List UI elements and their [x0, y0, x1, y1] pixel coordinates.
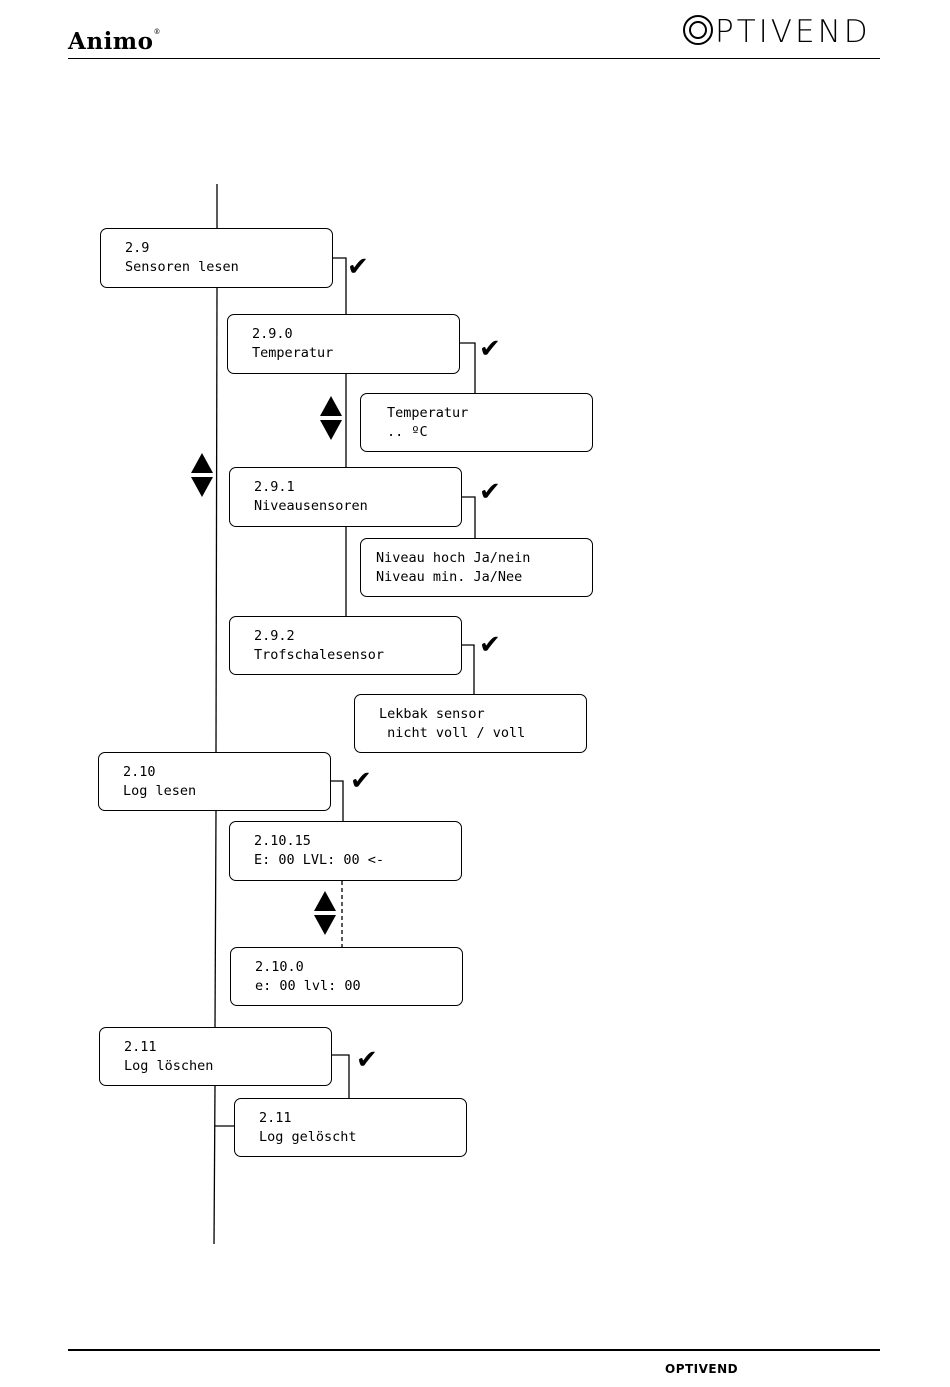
menu-2-9-1-number: 2.9.1 — [254, 479, 295, 495]
menu-2-9-1-label: Niveausensoren — [254, 498, 368, 514]
up-down-arrows-icon[interactable] — [318, 395, 344, 441]
header-rule — [68, 58, 880, 59]
optivend-logo: PTIVEND — [683, 14, 871, 50]
log-entry-0-value: e: 00 lvl: 00 — [255, 978, 361, 994]
drip-tray-status: nicht voll / voll — [379, 725, 526, 741]
menu-2-9-number: 2.9 — [125, 240, 150, 256]
menu-box-2-10-0[interactable]: 2.10.0 e: 00 lvl: 00 — [230, 947, 463, 1006]
log-entry-15-number: 2.10.15 — [254, 833, 311, 849]
branch-2-9-1 — [462, 496, 476, 538]
registered-mark: ® — [153, 28, 161, 36]
menu-2-9-0-number: 2.9.0 — [252, 326, 293, 342]
footer-rule — [68, 1349, 880, 1351]
trunk-line-2-11 — [213, 1085, 216, 1245]
branch-2-9 — [333, 257, 347, 314]
check-icon[interactable]: ✔ — [479, 630, 501, 660]
display-box-drip-tray: Lekbak sensor nicht voll / voll — [354, 694, 587, 753]
branch-2-9-0 — [460, 342, 476, 393]
animo-logo: Animo® — [68, 28, 161, 55]
menu-2-11-label: Log löschen — [124, 1058, 214, 1074]
optivend-logo-text: PTIVEND — [715, 14, 871, 50]
footer-brand: OPTIVEND — [665, 1362, 739, 1376]
up-down-arrows-icon[interactable] — [312, 890, 338, 936]
check-icon[interactable]: ✔ — [356, 1045, 378, 1075]
check-icon[interactable]: ✔ — [350, 766, 372, 796]
menu-2-9-2-label: Trofschalesensor — [254, 647, 385, 663]
up-down-arrows-icon[interactable] — [189, 452, 215, 498]
level-min-text: Niveau min. Ja/Nee — [376, 569, 523, 585]
log-entry-0-number: 2.10.0 — [255, 959, 304, 975]
menu-2-11-number: 2.11 — [124, 1039, 157, 1055]
optivend-o-icon — [683, 15, 713, 45]
level-high-text: Niveau hoch Ja/nein — [376, 550, 531, 566]
display-box-temperature: Temperatur .. ºC — [360, 393, 593, 452]
menu-2-10-label: Log lesen — [123, 783, 197, 799]
menu-2-9-0-label: Temperatur — [252, 345, 334, 361]
check-icon[interactable]: ✔ — [479, 334, 501, 364]
branch-2-9-2 — [462, 644, 475, 694]
log-entry-15-value: E: 00 LVL: 00 <- — [254, 852, 385, 868]
temperature-title: Temperatur — [387, 405, 469, 421]
menu-box-2-10-15[interactable]: 2.10.15 E: 00 LVL: 00 <- — [229, 821, 462, 881]
temperature-value: .. ºC — [387, 424, 428, 440]
trunk-line-2-9 — [215, 287, 218, 753]
menu-2-9-label: Sensoren lesen — [125, 259, 239, 275]
log-cleared-number: 2.11 — [259, 1110, 292, 1126]
branch-2-10 — [331, 780, 344, 821]
menu-2-9-2-number: 2.9.2 — [254, 628, 295, 644]
check-icon[interactable]: ✔ — [347, 252, 369, 282]
branch-2-11-confirm — [332, 1054, 350, 1098]
animo-logo-text: Animo — [68, 28, 154, 55]
check-icon[interactable]: ✔ — [479, 477, 501, 507]
trunk-line-2-10 — [214, 810, 217, 1028]
menu-2-10-number: 2.10 — [123, 764, 156, 780]
drip-tray-title: Lekbak sensor — [379, 706, 485, 722]
log-cleared-text: Log gelöscht — [259, 1129, 357, 1145]
